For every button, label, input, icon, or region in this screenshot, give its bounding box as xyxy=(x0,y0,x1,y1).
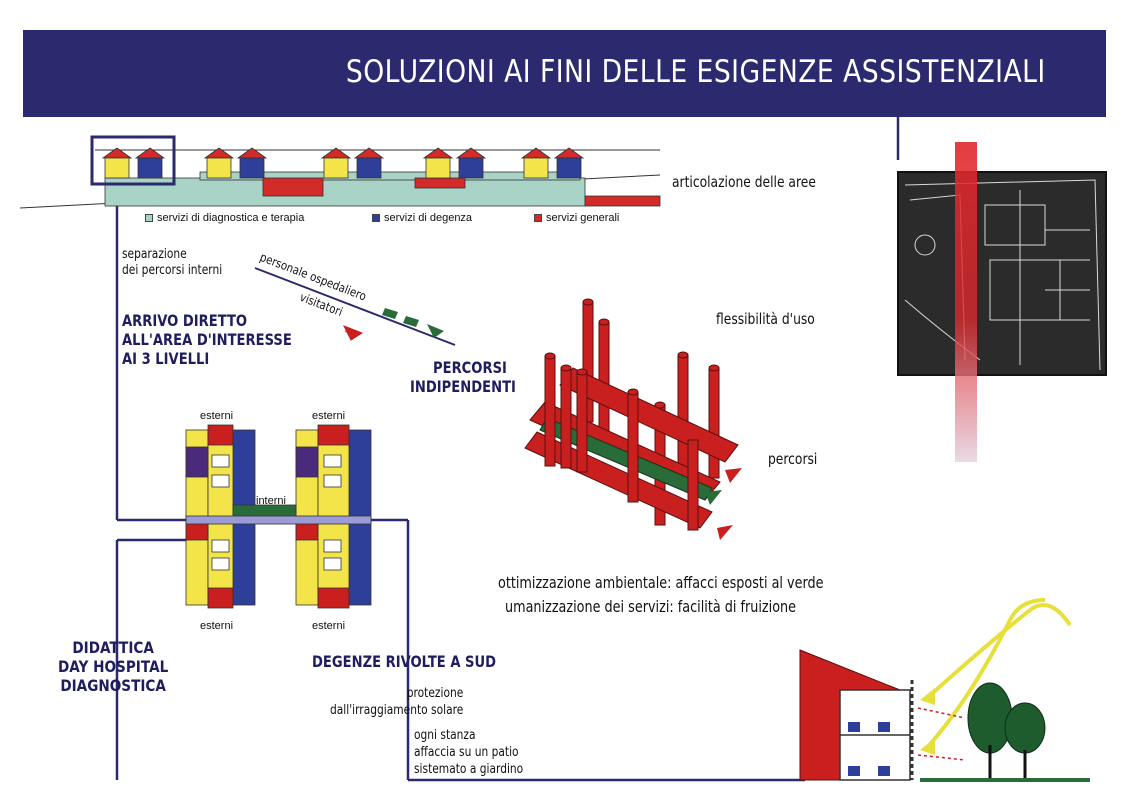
plan-label-bottom-left: esterni xyxy=(200,620,234,632)
arrival-title: ARRIVO DIRETTO ALL'AREA D'INTERESSE AI 3… xyxy=(122,311,292,368)
path-diagram xyxy=(254,267,456,346)
header-banner: SOLUZIONI AI FINI DELLE ESIGENZE ASSISTE… xyxy=(23,30,1106,117)
room-label: ogni stanza affaccia su un patio sistema… xyxy=(414,727,523,778)
environment-line-1: ottimizzazione ambientale: affacci espos… xyxy=(498,573,824,592)
elevation-label: articolazione delle aree xyxy=(672,173,816,191)
arrival-line-3: AI 3 LIVELLI xyxy=(122,349,210,368)
legend-item-general: servizi generali xyxy=(534,212,619,224)
room-line-3: sistemato a giardino xyxy=(414,762,524,777)
plan-label-top-left: esterni xyxy=(200,410,234,422)
legend-label: servizi di degenza xyxy=(384,212,473,224)
legend-swatch xyxy=(372,214,380,223)
independent-line-2: INDIPENDENTI xyxy=(410,377,516,396)
site-map xyxy=(897,142,1107,462)
independent-line-1: PERCORSI xyxy=(433,358,507,377)
south-section xyxy=(799,598,1090,782)
plan-label-bottom-right: esterni xyxy=(312,620,346,632)
protection-line-2: dall'irraggiamento solare xyxy=(330,703,464,718)
legend-item-ward: servizi di degenza xyxy=(372,212,472,224)
left-block-line-2: DAY HOSPITAL xyxy=(58,657,169,676)
arrival-line-1: ARRIVO DIRETTO xyxy=(122,311,248,330)
highlight-box xyxy=(90,135,176,186)
separation-label: separazione xyxy=(122,247,187,262)
plan-label-top-right: esterni xyxy=(312,410,346,422)
independent-paths-title: PERCORSI INDIPENDENTI xyxy=(410,358,516,396)
flexibility-label: flessibilità d'uso xyxy=(716,310,815,328)
protection-line-1: protezione xyxy=(406,686,464,701)
protection-label: protezione dall'irraggiamento solare xyxy=(330,685,463,719)
h-plan xyxy=(185,424,372,609)
environment-line-2: umanizzazione dei servizi: facilità di f… xyxy=(505,597,797,616)
legend-swatch xyxy=(534,214,542,223)
left-block-line-3: DIAGNOSTICA xyxy=(60,676,166,695)
flexibility-diagram xyxy=(524,298,742,540)
paths-label: percorsi xyxy=(768,450,818,468)
left-block-title: DIDATTICA DAY HOSPITAL DIAGNOSTICA xyxy=(58,638,168,695)
left-block-line-1: DIDATTICA xyxy=(72,638,154,657)
room-line-2: affaccia su un patio xyxy=(414,745,519,760)
room-line-1: ogni stanza xyxy=(414,728,476,743)
legend-item-diagnostics: servizi di diagnostica e terapia xyxy=(145,212,304,224)
separation-label-2: dei percorsi interni xyxy=(122,263,223,278)
plan-label-middle: interni xyxy=(256,495,286,507)
page-title: SOLUZIONI AI FINI DELLE ESIGENZE ASSISTE… xyxy=(346,54,1046,90)
legend-swatch xyxy=(145,214,153,223)
legend-label: servizi generali xyxy=(546,212,620,224)
legend-label: servizi di diagnostica e terapia xyxy=(157,212,305,224)
arrival-line-2: ALL'AREA D'INTERESSE xyxy=(122,330,292,349)
elevation-drawing xyxy=(19,135,661,209)
south-title: DEGENZE RIVOLTE A SUD xyxy=(312,652,497,671)
connector-lines xyxy=(115,117,900,782)
